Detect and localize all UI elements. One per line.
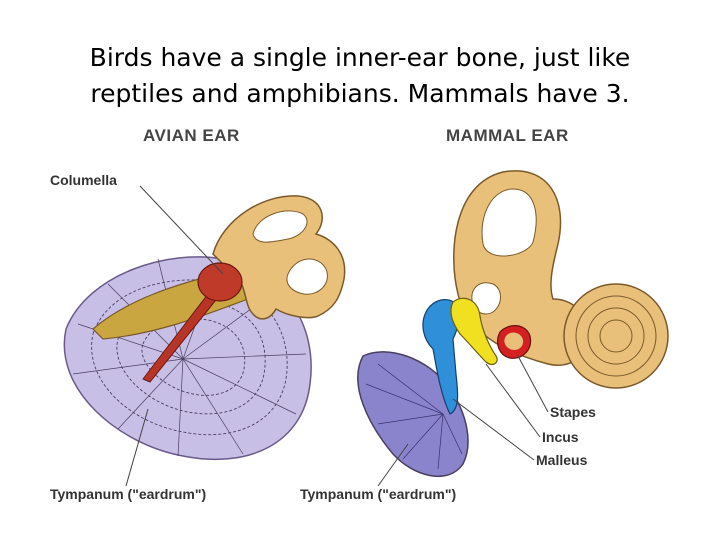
mammal-ear-heading: MAMMAL EAR — [446, 126, 569, 145]
avian-columella-footplate — [197, 262, 243, 302]
malleus-label: Malleus — [536, 452, 588, 468]
incus-label: Incus — [542, 429, 579, 445]
mammal-tympanum-label: Tympanum ("eardrum") — [300, 486, 457, 502]
avian-tympanum-label: Tympanum ("eardrum") — [50, 486, 207, 502]
mammal-ear-illustration — [357, 170, 669, 487]
ear-comparison-figure: AVIAN EAR MAMMAL EAR Columella Tympanum … — [48, 124, 672, 507]
columella-label: Columella — [50, 172, 117, 188]
ear-diagram-svg — [63, 170, 669, 487]
stapes-label: Stapes — [550, 404, 596, 420]
slide-title: Birds have a single inner-ear bone, just… — [40, 40, 680, 112]
mammal-incus-shape — [450, 297, 498, 366]
avian-ear-heading: AVIAN EAR — [143, 126, 240, 145]
title-line-1: Birds have a single inner-ear bone, just… — [89, 43, 631, 72]
title-line-2: reptiles and amphibians. Mammals have 3. — [90, 79, 630, 108]
mammal-cochlea-shape — [563, 283, 669, 389]
avian-ear-illustration — [63, 185, 346, 487]
